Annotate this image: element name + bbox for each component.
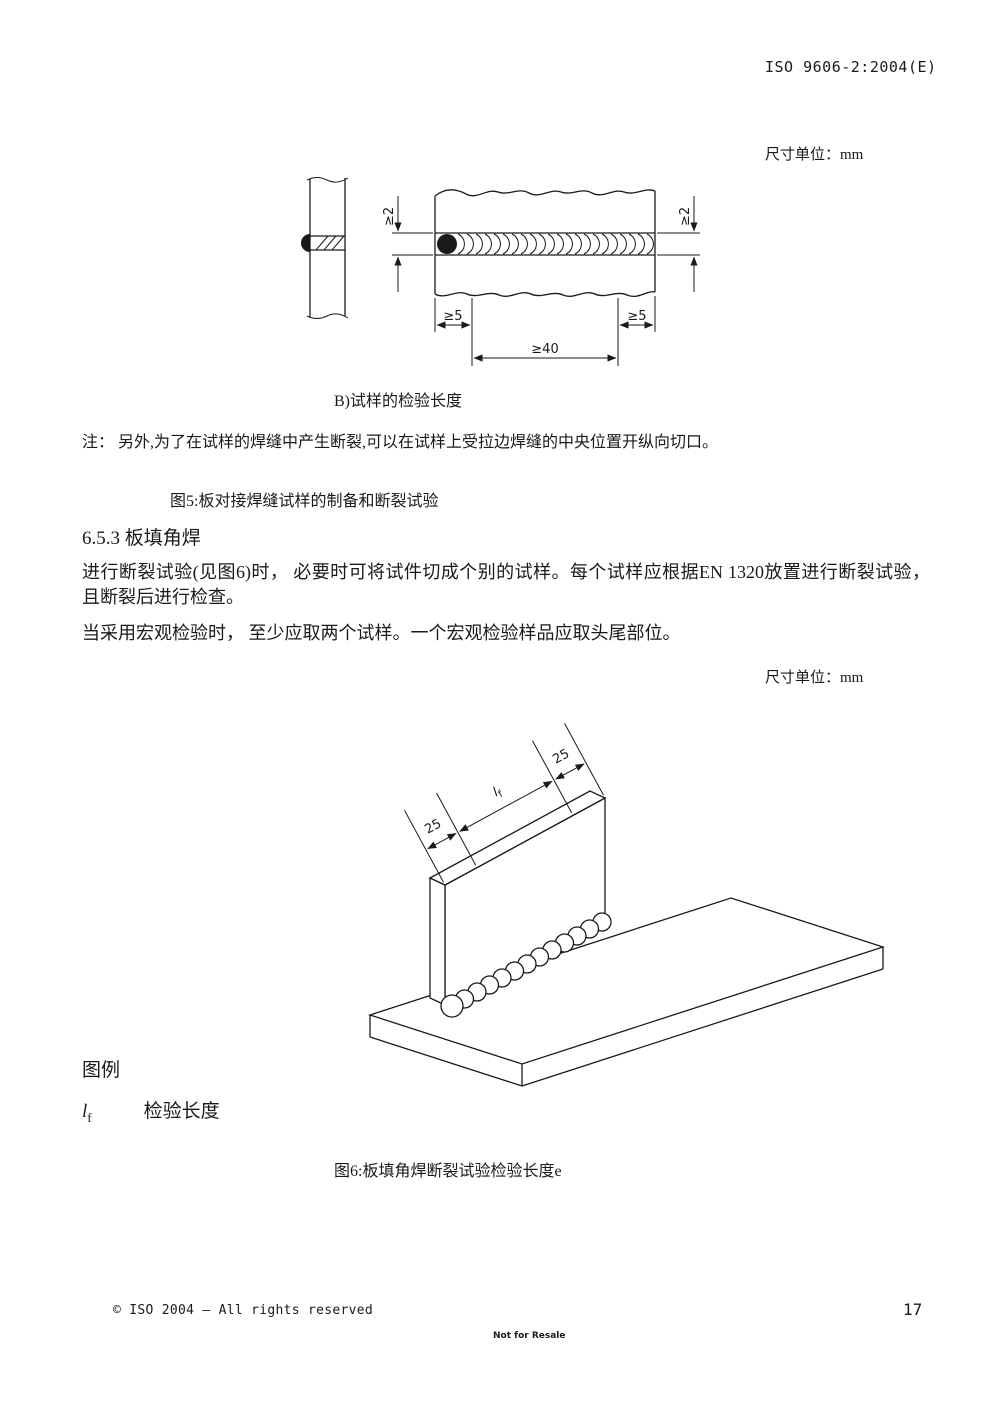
document-reference: ISO 9606-2:2004(E) <box>765 58 937 76</box>
legend-heading: 图例 <box>82 1060 121 1081</box>
fig5-dims-bottom: ≥5 ≥5 ≥40 <box>434 296 656 366</box>
dim-label-ge5-right: ≥5 <box>627 309 646 324</box>
break-line-bottom <box>434 291 656 298</box>
fig6-dimensions: 25 lf 25 <box>404 723 605 883</box>
weld-bulge <box>301 234 310 252</box>
legend-symbol-sub: f <box>87 1109 92 1125</box>
fig5-plate-edge-view <box>301 177 349 319</box>
fig5-dim-ge2-left: ≥2 <box>382 196 433 292</box>
dim-label-ge2-left: ≥2 <box>382 207 397 226</box>
footer-watermark: Not for Resale <box>493 1331 566 1341</box>
footer-copyright: © ISO 2004 – All rights reserved <box>113 1303 374 1318</box>
fig6-title: 图6:板填角焊断裂试验检验长度e <box>334 1163 562 1180</box>
legend-symbol: lf <box>82 1101 92 1125</box>
fig6-units-label: 尺寸单位：mm <box>765 670 864 686</box>
legend-description: 检验长度 <box>143 1101 220 1122</box>
dim-lf-subscript: f <box>497 789 506 801</box>
dim-label-ge40: ≥40 <box>531 342 558 357</box>
dim-label-25-near: 25 <box>422 816 444 837</box>
legend-row: lf 检验长度 <box>82 1096 220 1126</box>
fig5-note: 注： 另外,为了在试样的焊缝中产生断裂,可以在试样上受拉边焊缝的中央位置开纵向切… <box>82 434 719 451</box>
fig5-subcaption: B)试样的检验长度 <box>334 393 463 410</box>
break-line-top <box>434 189 656 197</box>
figure6-drawing: 25 lf 25 <box>367 723 886 1087</box>
section-paragraph-1: 进行断裂试验(见图6)时， 必要时可将试件切成个别的试样。每个试样应根据EN 1… <box>82 562 930 607</box>
fig5-title: 图5:板对接焊缝试样的制备和断裂试验 <box>170 493 439 510</box>
figure5-drawing: ≥2 ≥2 ≥5 ≥5 ≥40 <box>301 177 700 366</box>
weld-ripples <box>457 233 654 255</box>
fig5-dim-ge2-right: ≥2 <box>657 196 700 292</box>
dim-label-ge2-right: ≥2 <box>678 207 693 226</box>
weld-bead-start <box>437 234 457 254</box>
fig5-units-label: 尺寸单位：mm <box>765 147 864 163</box>
dim-label-ge5-left: ≥5 <box>443 309 462 324</box>
dim-lf-symbol: l <box>491 785 502 800</box>
base-plate <box>367 897 886 1087</box>
fillet-weld-bead <box>440 912 612 1018</box>
section-paragraph-2: 当采用宏观检验时， 至少应取两个试样。一个宏观检验样品应取头尾部位。 <box>82 623 681 643</box>
fig5-specimen-plan-view <box>434 189 656 298</box>
dim-label-lf: lf <box>491 783 506 802</box>
section-heading: 6.5.3 板填角焊 <box>82 528 201 549</box>
legend-symbol-main: l <box>82 1101 88 1122</box>
dim-label-25-far: 25 <box>550 746 572 767</box>
page-number: 17 <box>903 1300 923 1319</box>
